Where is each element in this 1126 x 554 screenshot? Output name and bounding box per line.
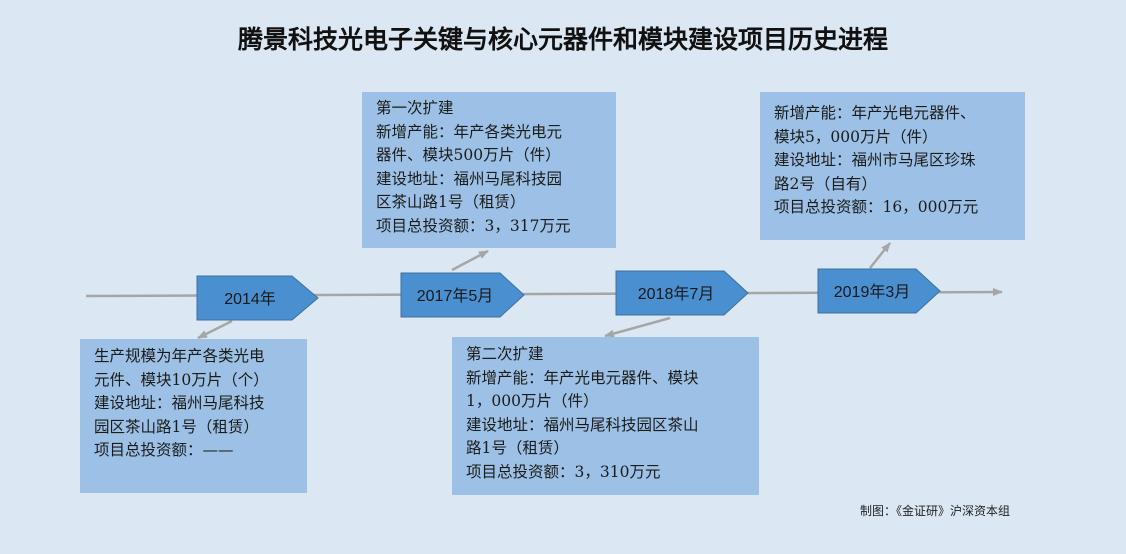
connector-2018 bbox=[604, 316, 671, 338]
page-title: 腾景科技光电子关键与核心元器件和模块建设项目历史进程 bbox=[237, 25, 888, 54]
milestone-2018-07: 2018年7月 bbox=[615, 270, 749, 316]
detail-line: 建设地址：福州马尾科技 bbox=[94, 394, 265, 412]
detail-line: 项目总投资额：3，310万元 bbox=[466, 462, 661, 481]
connector-2019 bbox=[869, 242, 891, 269]
detail-line: 建设地址：福州市马尾区珍珠 bbox=[774, 151, 976, 169]
milestone-marker bbox=[400, 272, 525, 318]
milestone-2017-05: 2017年5月 bbox=[400, 272, 525, 318]
milestone-label: 2019年3月 bbox=[834, 283, 911, 301]
detail-line: 路1号（租赁） bbox=[466, 439, 569, 457]
detail-line: 新增产能：年产光电元器件、 bbox=[774, 104, 976, 122]
detail-box-2017-05: 第一次扩建 新增产能：年产各类光电元 器件、模块500万片（件） 建设地址：福州… bbox=[362, 92, 616, 248]
milestone-marker bbox=[196, 275, 319, 321]
detail-line: 元件、模块10万片（个） bbox=[94, 370, 269, 389]
milestone-marker bbox=[817, 268, 941, 314]
milestone-2019-03: 2019年3月 bbox=[817, 268, 941, 314]
detail-line: 新增产能：年产各类光电元 bbox=[376, 122, 563, 141]
detail-line: 建设地址：福州马尾科技园 bbox=[376, 169, 563, 188]
milestone-label: 2017年5月 bbox=[417, 287, 494, 305]
detail-line: 器件、模块500万片（件） bbox=[376, 146, 561, 164]
milestone-2014: 2014年 bbox=[196, 275, 319, 321]
milestone-marker bbox=[615, 270, 749, 316]
detail-line: 区茶山路1号（租赁） bbox=[376, 193, 526, 211]
connector-2014 bbox=[197, 319, 233, 340]
detail-line: 项目总投资额：3，317万元 bbox=[376, 216, 571, 235]
milestone-label: 2014年 bbox=[224, 290, 276, 308]
detail-line: 生产规模为年产各类光电 bbox=[94, 347, 265, 365]
detail-box-2018-07: 第二次扩建 新增产能：年产光电元器件、模块 1，000万片（件） 建设地址：福州… bbox=[452, 337, 759, 495]
detail-line: 新增产能：年产光电元器件、模块 bbox=[466, 368, 699, 387]
detail-box-2014: 生产规模为年产各类光电 元件、模块10万片（个） 建设地址：福州马尾科技 园区茶… bbox=[80, 339, 307, 493]
detail-line: 模块5，000万片（件） bbox=[774, 127, 938, 146]
chart-credit: 制图：《金证研》沪深资本组 bbox=[860, 504, 1011, 518]
milestone-label: 2018年7月 bbox=[638, 285, 715, 303]
detail-line: 第二次扩建 bbox=[466, 345, 544, 363]
detail-line: 1，000万片（件） bbox=[466, 392, 599, 410]
detail-line: 项目总投资额：16，000万元 bbox=[774, 198, 979, 216]
connector-2017 bbox=[451, 249, 489, 272]
detail-line: 项目总投资额：—— bbox=[94, 441, 234, 459]
detail-box-2019-03: 新增产能：年产光电元器件、 模块5，000万片（件） 建设地址：福州市马尾区珍珠… bbox=[760, 92, 1025, 240]
detail-line: 园区茶山路1号（租赁） bbox=[94, 417, 259, 436]
detail-line: 建设地址：福州马尾科技园区茶山 bbox=[466, 415, 699, 434]
detail-line: 路2号（自有） bbox=[774, 174, 877, 193]
detail-line: 第一次扩建 bbox=[376, 99, 454, 117]
